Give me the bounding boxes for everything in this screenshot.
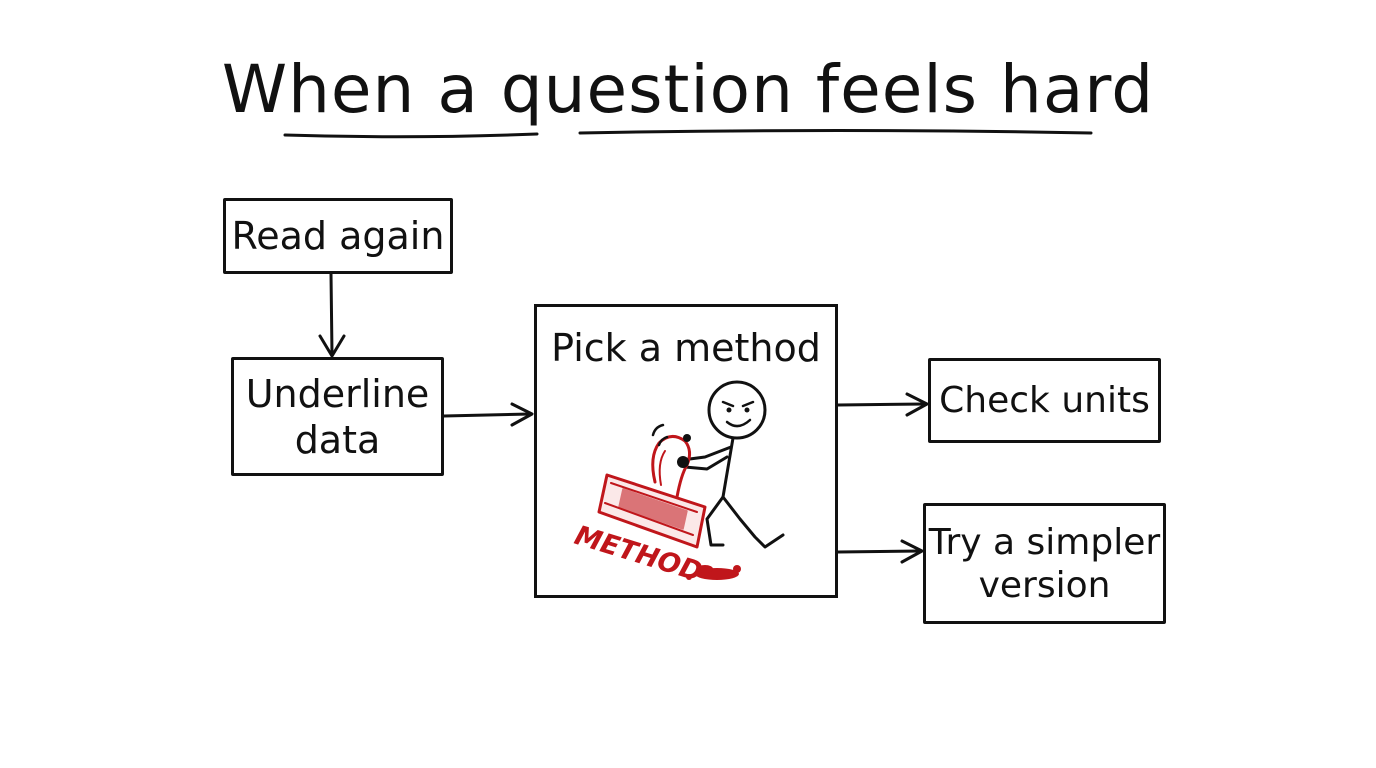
figure-leg-left bbox=[705, 495, 725, 547]
arrow-pick-to-try bbox=[836, 539, 924, 564]
step-pick-method-label: Pick a method bbox=[551, 326, 821, 370]
step-check-units-label: Check units bbox=[939, 379, 1150, 421]
figure-leg-right bbox=[721, 495, 785, 549]
step-underline-data-label-line1: Underline bbox=[245, 371, 430, 416]
arrow-underline-to-pick bbox=[442, 402, 534, 427]
step-pick-method: Pick a method bbox=[534, 304, 838, 598]
stamping-figure-illustration: METHOD bbox=[571, 380, 785, 588]
step-read-again-label: Read again bbox=[231, 214, 445, 258]
step-read-again: Read again bbox=[223, 198, 453, 274]
step-try-simpler-label-line1: Try a simpler bbox=[928, 521, 1161, 563]
arrow-pick-to-check bbox=[836, 392, 929, 417]
step-underline-data: Underline data bbox=[231, 357, 444, 476]
title-underline bbox=[283, 132, 539, 139]
figure-head bbox=[707, 380, 767, 440]
title-underline-right bbox=[578, 129, 1093, 135]
step-try-simpler-version: Try a simpler version bbox=[923, 503, 1166, 624]
motion-lines bbox=[651, 423, 669, 447]
figure-arm-lower bbox=[683, 455, 729, 471]
step-check-units: Check units bbox=[928, 358, 1161, 443]
method-stamp bbox=[597, 435, 707, 549]
diagram-title: When a question feels hard bbox=[221, 51, 1155, 128]
step-underline-data-label-line2: data bbox=[294, 417, 381, 462]
stick-figure bbox=[680, 380, 785, 549]
ink-splat bbox=[686, 565, 741, 580]
arrow-read-to-underline bbox=[318, 272, 346, 358]
step-try-simpler-label-line2: version bbox=[978, 564, 1111, 606]
